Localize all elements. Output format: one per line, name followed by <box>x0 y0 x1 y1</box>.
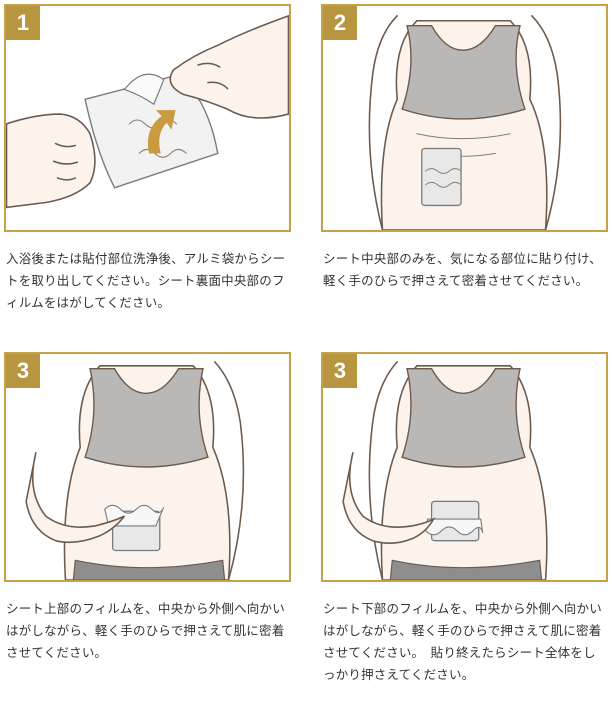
step-3-upper-number-badge: 3 <box>6 354 40 388</box>
hand-arm <box>342 452 436 544</box>
shorts <box>389 559 543 580</box>
peeled-film <box>123 73 165 106</box>
step-2-illustration <box>368 15 562 230</box>
shorts <box>72 559 226 580</box>
sports-top <box>84 368 209 468</box>
step-3-upper-panel: 3 <box>4 352 291 582</box>
peel-arrow-icon <box>147 110 176 154</box>
step-3-lower-panel: 3 <box>321 352 608 582</box>
sheet-wave-line-2 <box>138 148 187 158</box>
applied-sheet <box>421 147 462 207</box>
step-3-lower-caption: シート下部のフィルムを、中央から外側へ向かいはがしながら、軽く手のひらで押さえて… <box>323 601 602 682</box>
right-arm <box>531 15 562 230</box>
right-hand <box>169 14 289 119</box>
step-1-panel: 1 <box>4 4 291 232</box>
step-2-panel: 2 <box>321 4 608 232</box>
step-2-number-badge: 2 <box>323 6 357 40</box>
step-3-upper-caption: シート上部のフィルムを、中央から外側へ向かいはがしながら、軽く手のひらで押さえて… <box>6 601 285 660</box>
step-1-caption: 入浴後または貼付部位洗浄後、アルミ袋からシートを取り出してください。シート裏面中… <box>6 251 286 310</box>
left-arm <box>368 15 398 230</box>
sports-top <box>401 368 526 468</box>
hand-arm <box>25 452 126 544</box>
peeling-film-bottom <box>425 518 484 536</box>
step-1-number-badge: 1 <box>6 6 40 40</box>
step-3-lower-number-badge: 3 <box>323 354 357 388</box>
step-3-upper-illustration <box>25 361 245 580</box>
step-2-caption: シート中央部のみを、気になる部位に貼り付け、軽く手のひらで押さえて密着させてくだ… <box>323 251 602 288</box>
sports-top <box>401 24 526 120</box>
step-3-lower-illustration <box>342 361 548 580</box>
step-1-illustration <box>6 14 289 209</box>
left-hand <box>6 113 96 209</box>
